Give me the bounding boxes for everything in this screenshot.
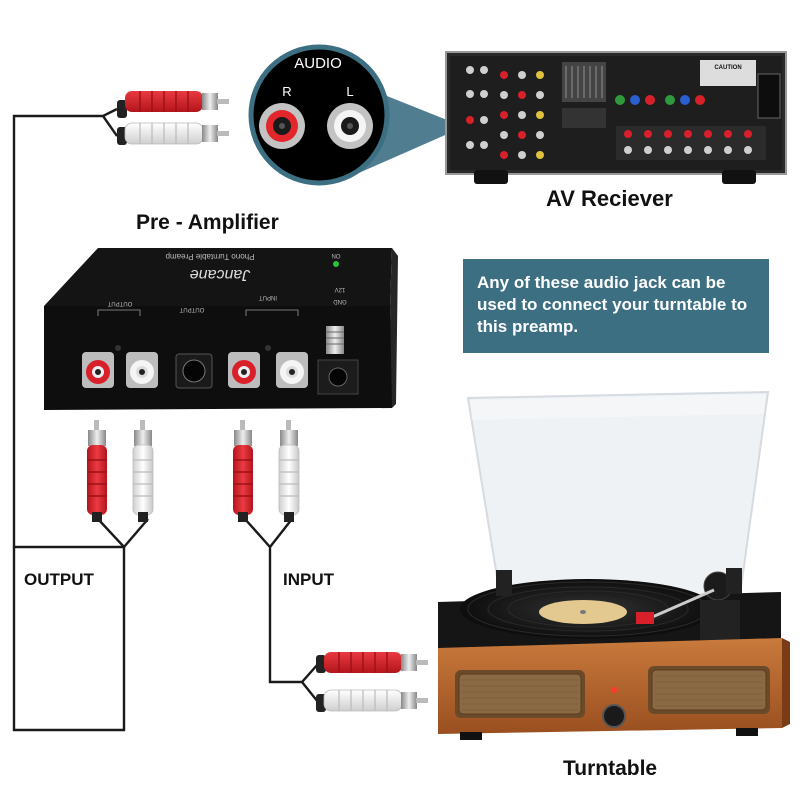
preamp-power-jack: [317, 359, 359, 395]
input-label: INPUT: [283, 570, 334, 589]
av-receiver: CAUTION: [445, 51, 787, 184]
preamp-power-label: 12V: [335, 286, 346, 292]
power-led: [333, 261, 339, 267]
preamp-output-center-jack: [175, 353, 213, 389]
preamp-input-label: INPUT: [259, 294, 277, 300]
av-receiver-label: AV Reciever: [546, 186, 673, 211]
rca-plug-output-red: [87, 420, 107, 522]
rca-plug-output-white: [132, 420, 154, 522]
phono-preamp: Jancane Phono Turntable Preamp ON 12V GN…: [44, 248, 398, 410]
audio-r-label: R: [282, 84, 291, 99]
preamp-gnd-post: [326, 326, 344, 354]
rca-plug-turntable-white: [316, 689, 428, 712]
turntable: [438, 390, 790, 740]
audio-l-label: L: [346, 84, 353, 99]
preamp-output-label: OUTPUT: [107, 300, 132, 306]
preamp-output-white-jack: [126, 352, 158, 388]
turntable-label: Turntable: [563, 757, 658, 780]
preamp-on-label: ON: [332, 252, 341, 258]
cable-input-to-turntable: [244, 518, 319, 703]
rca-plug-white-top: [117, 122, 229, 145]
pre-amplifier-label: Pre - Amplifier: [136, 211, 279, 234]
cable-output-to-receiver: [12, 107, 149, 732]
preamp-brand: Jancane: [190, 266, 252, 283]
preamp-input-red-jack: [228, 352, 260, 388]
preamp-input-white-jack: [276, 352, 308, 388]
rca-plug-turntable-red: [316, 652, 428, 673]
info-callout-box: Any of these audio jack can be used to c…: [463, 259, 769, 353]
receiver-caution-label: CAUTION: [714, 65, 741, 71]
rca-plug-input-white: [278, 420, 300, 522]
preamp-gnd-label: GND: [333, 298, 347, 304]
info-callout-text: Any of these audio jack can be used to c…: [477, 273, 748, 336]
preamp-output-red-jack: [82, 352, 114, 388]
preamp-model: Phono Turntable Preamp: [165, 252, 254, 261]
audio-jack-callout: [248, 44, 452, 186]
preamp-output-center-label: OUTPUT: [179, 306, 204, 312]
rca-plug-red-top: [117, 91, 229, 118]
audio-label: AUDIO: [294, 55, 342, 72]
rca-plug-input-red: [233, 420, 253, 522]
output-label: OUTPUT: [24, 570, 94, 589]
